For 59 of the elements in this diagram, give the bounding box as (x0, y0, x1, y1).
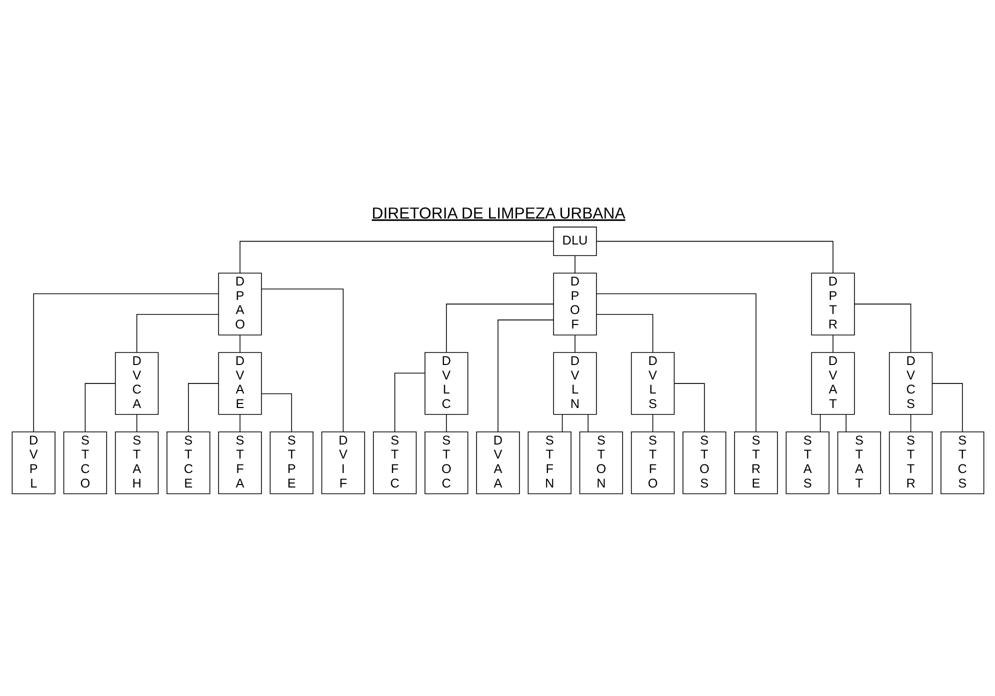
node-box: STPE (269, 430, 313, 494)
connector (32, 292, 218, 432)
connector (574, 254, 575, 273)
node-box: STFO (630, 430, 674, 494)
node-box: DVAA (476, 430, 520, 494)
node-box: STTR (888, 430, 932, 494)
node-box: STAS (785, 430, 829, 494)
connector (819, 414, 820, 432)
connector (260, 392, 292, 432)
node-box: STCE (166, 430, 210, 494)
connector (596, 292, 756, 432)
node-box: DVLC (424, 352, 468, 414)
connector (239, 414, 240, 432)
connector (84, 382, 116, 432)
node-box: STCO (62, 430, 107, 494)
node-box: STCS (940, 430, 984, 494)
connector (561, 414, 562, 432)
node-box: DVCS (888, 352, 932, 414)
node-box: DVLS (630, 352, 674, 414)
connector (239, 334, 240, 352)
node-box: DVCA (114, 352, 158, 414)
connector (596, 313, 653, 352)
connector (854, 303, 911, 352)
connector (673, 382, 704, 432)
connector (931, 382, 962, 432)
connector (910, 414, 911, 432)
connector (652, 414, 653, 432)
connector (845, 414, 846, 432)
connector (136, 414, 137, 432)
diagram-title: DIRETORIA DE LIMPEZA URBANA (371, 204, 625, 222)
connector (394, 372, 425, 432)
node-box: DLU (552, 226, 596, 256)
node-box: DPAO (218, 272, 262, 335)
node-box: DPOF (552, 272, 596, 335)
connector (446, 303, 554, 352)
node-box: DVIF (320, 430, 365, 494)
connector (260, 288, 344, 432)
node-box: STFN (527, 430, 571, 494)
node-box: DVAT (810, 352, 854, 414)
connector (832, 334, 833, 352)
connector (188, 382, 218, 432)
connector (587, 414, 588, 432)
node-box: DVLN (552, 352, 596, 414)
connector (239, 240, 554, 273)
node-box: STRE (734, 430, 778, 494)
node-box: STAT (836, 430, 881, 494)
node-box: DVAE (218, 352, 262, 414)
node-box: STFA (218, 430, 262, 494)
connector (574, 334, 575, 352)
node-box: DVPL (11, 430, 55, 494)
node-box: STAH (114, 430, 158, 494)
node-box: STFC (372, 430, 416, 494)
connector (497, 319, 554, 432)
connector (136, 313, 218, 352)
node-box: DPTR (810, 272, 854, 335)
connector (596, 240, 833, 273)
node-box: STON (578, 430, 623, 494)
node-box: STOC (424, 430, 468, 494)
node-box: STOS (682, 430, 726, 494)
